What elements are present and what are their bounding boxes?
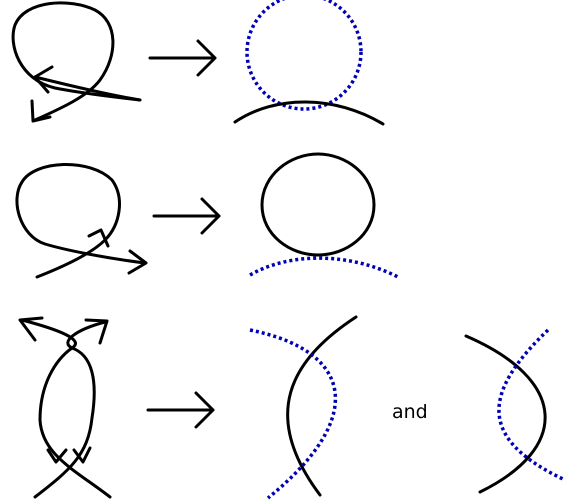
row3-strand-b bbox=[20, 318, 112, 499]
row-2-arrow bbox=[152, 197, 221, 235]
row3-first-dotted-strand bbox=[249, 328, 338, 500]
row-3-after-second bbox=[464, 328, 566, 494]
row1-crossing-strand bbox=[33, 75, 142, 102]
row-2-before bbox=[15, 163, 148, 279]
row3-strand-a bbox=[33, 320, 107, 499]
row3-bottom-left-arrowhead bbox=[46, 448, 68, 464]
row1-lower-arrowhead bbox=[30, 99, 52, 123]
row-3-arrow bbox=[146, 391, 215, 429]
row-3-before bbox=[18, 316, 112, 499]
row2-solid-loop bbox=[260, 152, 376, 257]
row2-up-arrowhead bbox=[87, 228, 110, 248]
row-1-arrow bbox=[148, 39, 217, 77]
row2-dotted-arc bbox=[249, 256, 401, 280]
row-3-after-first bbox=[249, 315, 358, 500]
row-1-after bbox=[233, 0, 385, 126]
row2-right-arrow-icon bbox=[152, 197, 221, 235]
row-2-after bbox=[249, 152, 401, 280]
row3-second-dotted-strand bbox=[497, 328, 566, 482]
row1-right-arrow-icon bbox=[148, 39, 217, 77]
row1-loop-strand bbox=[11, 1, 142, 122]
row1-solid-arc bbox=[233, 100, 385, 126]
row3-conjunction-text: and bbox=[392, 401, 428, 423]
row3-right-arrow-icon bbox=[146, 391, 215, 429]
row1-upper-arrowhead bbox=[33, 65, 54, 94]
row3-bottom-right-arrowhead bbox=[72, 446, 92, 464]
row-1-before bbox=[11, 1, 142, 123]
row1-dotted-circle bbox=[245, 0, 363, 111]
row3-top-right-arrowhead bbox=[84, 318, 109, 345]
row2-right-arrowhead bbox=[127, 249, 148, 275]
row3-top-left-arrowhead bbox=[18, 316, 44, 342]
row2-loop-strand bbox=[15, 163, 147, 279]
row3-second-solid-strand bbox=[464, 334, 547, 494]
row3-first-solid-strand bbox=[286, 315, 358, 497]
